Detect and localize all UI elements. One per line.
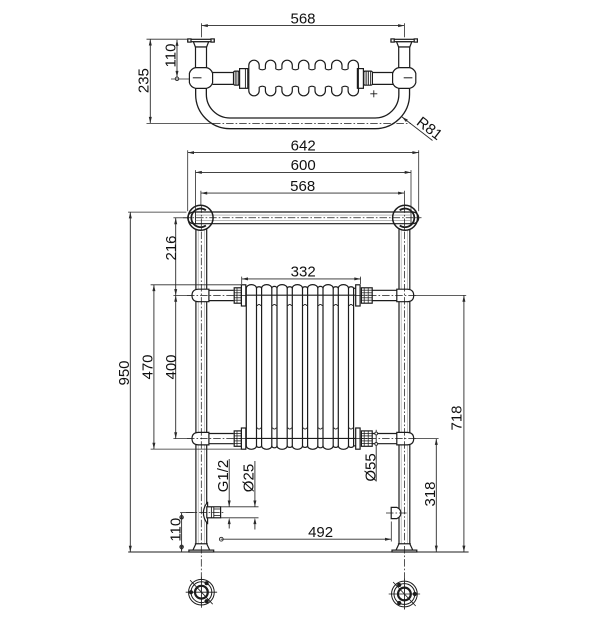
svg-text:235: 235 bbox=[136, 68, 153, 93]
svg-text:492: 492 bbox=[308, 524, 333, 541]
svg-text:642: 642 bbox=[291, 137, 316, 154]
svg-text:Ø55: Ø55 bbox=[362, 453, 379, 481]
svg-text:568: 568 bbox=[290, 178, 315, 195]
svg-text:400: 400 bbox=[163, 354, 180, 379]
svg-text:318: 318 bbox=[422, 481, 439, 506]
svg-text:216: 216 bbox=[163, 235, 180, 260]
svg-text:470: 470 bbox=[140, 354, 157, 379]
svg-text:110: 110 bbox=[163, 44, 180, 68]
svg-text:332: 332 bbox=[291, 263, 316, 280]
svg-text:950: 950 bbox=[116, 360, 133, 385]
svg-text:G1/2: G1/2 bbox=[215, 460, 232, 493]
svg-text:600: 600 bbox=[291, 157, 316, 174]
svg-text:110: 110 bbox=[167, 518, 184, 542]
svg-text:718: 718 bbox=[449, 405, 466, 430]
svg-text:Ø25: Ø25 bbox=[241, 464, 258, 492]
svg-text:568: 568 bbox=[290, 10, 315, 27]
